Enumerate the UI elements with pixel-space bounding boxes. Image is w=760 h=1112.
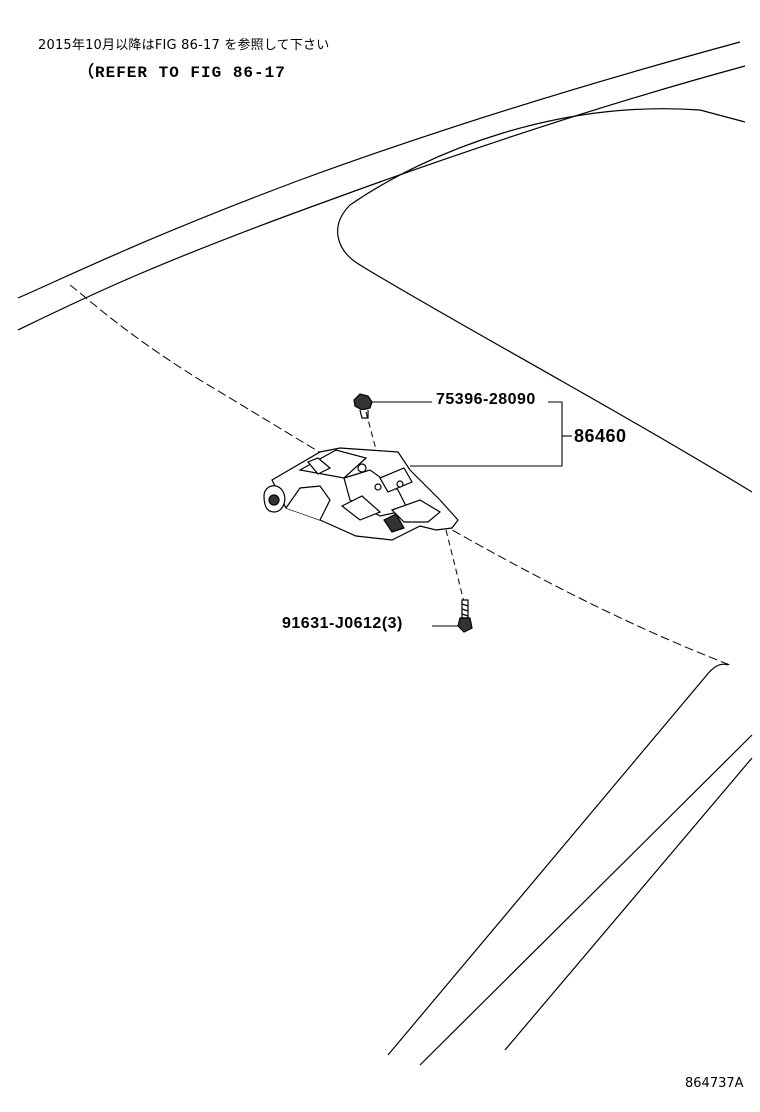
reference-note-refer: （REFER TO FIG 86-17 — [78, 64, 286, 82]
vehicle-outline — [17, 41, 753, 1066]
part-number-clip[interactable]: 75396-28090 — [436, 391, 536, 408]
reference-note-japanese: 2015年10月以降はFIG 86-17 を参照して下さい — [38, 38, 330, 53]
screw-number: 91631-J0612 — [282, 615, 382, 632]
part-number-assembly[interactable]: 86460 — [574, 426, 627, 446]
leader-lines — [372, 401, 572, 627]
sensor-bracket-86460[interactable] — [263, 447, 459, 541]
screw-91631-J0612[interactable] — [457, 599, 473, 633]
figure-code: 864737A — [685, 1076, 744, 1091]
part-number-screw[interactable]: 91631-J0612(3) — [282, 615, 403, 633]
screw-qty: (3) — [381, 615, 403, 632]
clip-75396-28090[interactable] — [353, 393, 373, 419]
